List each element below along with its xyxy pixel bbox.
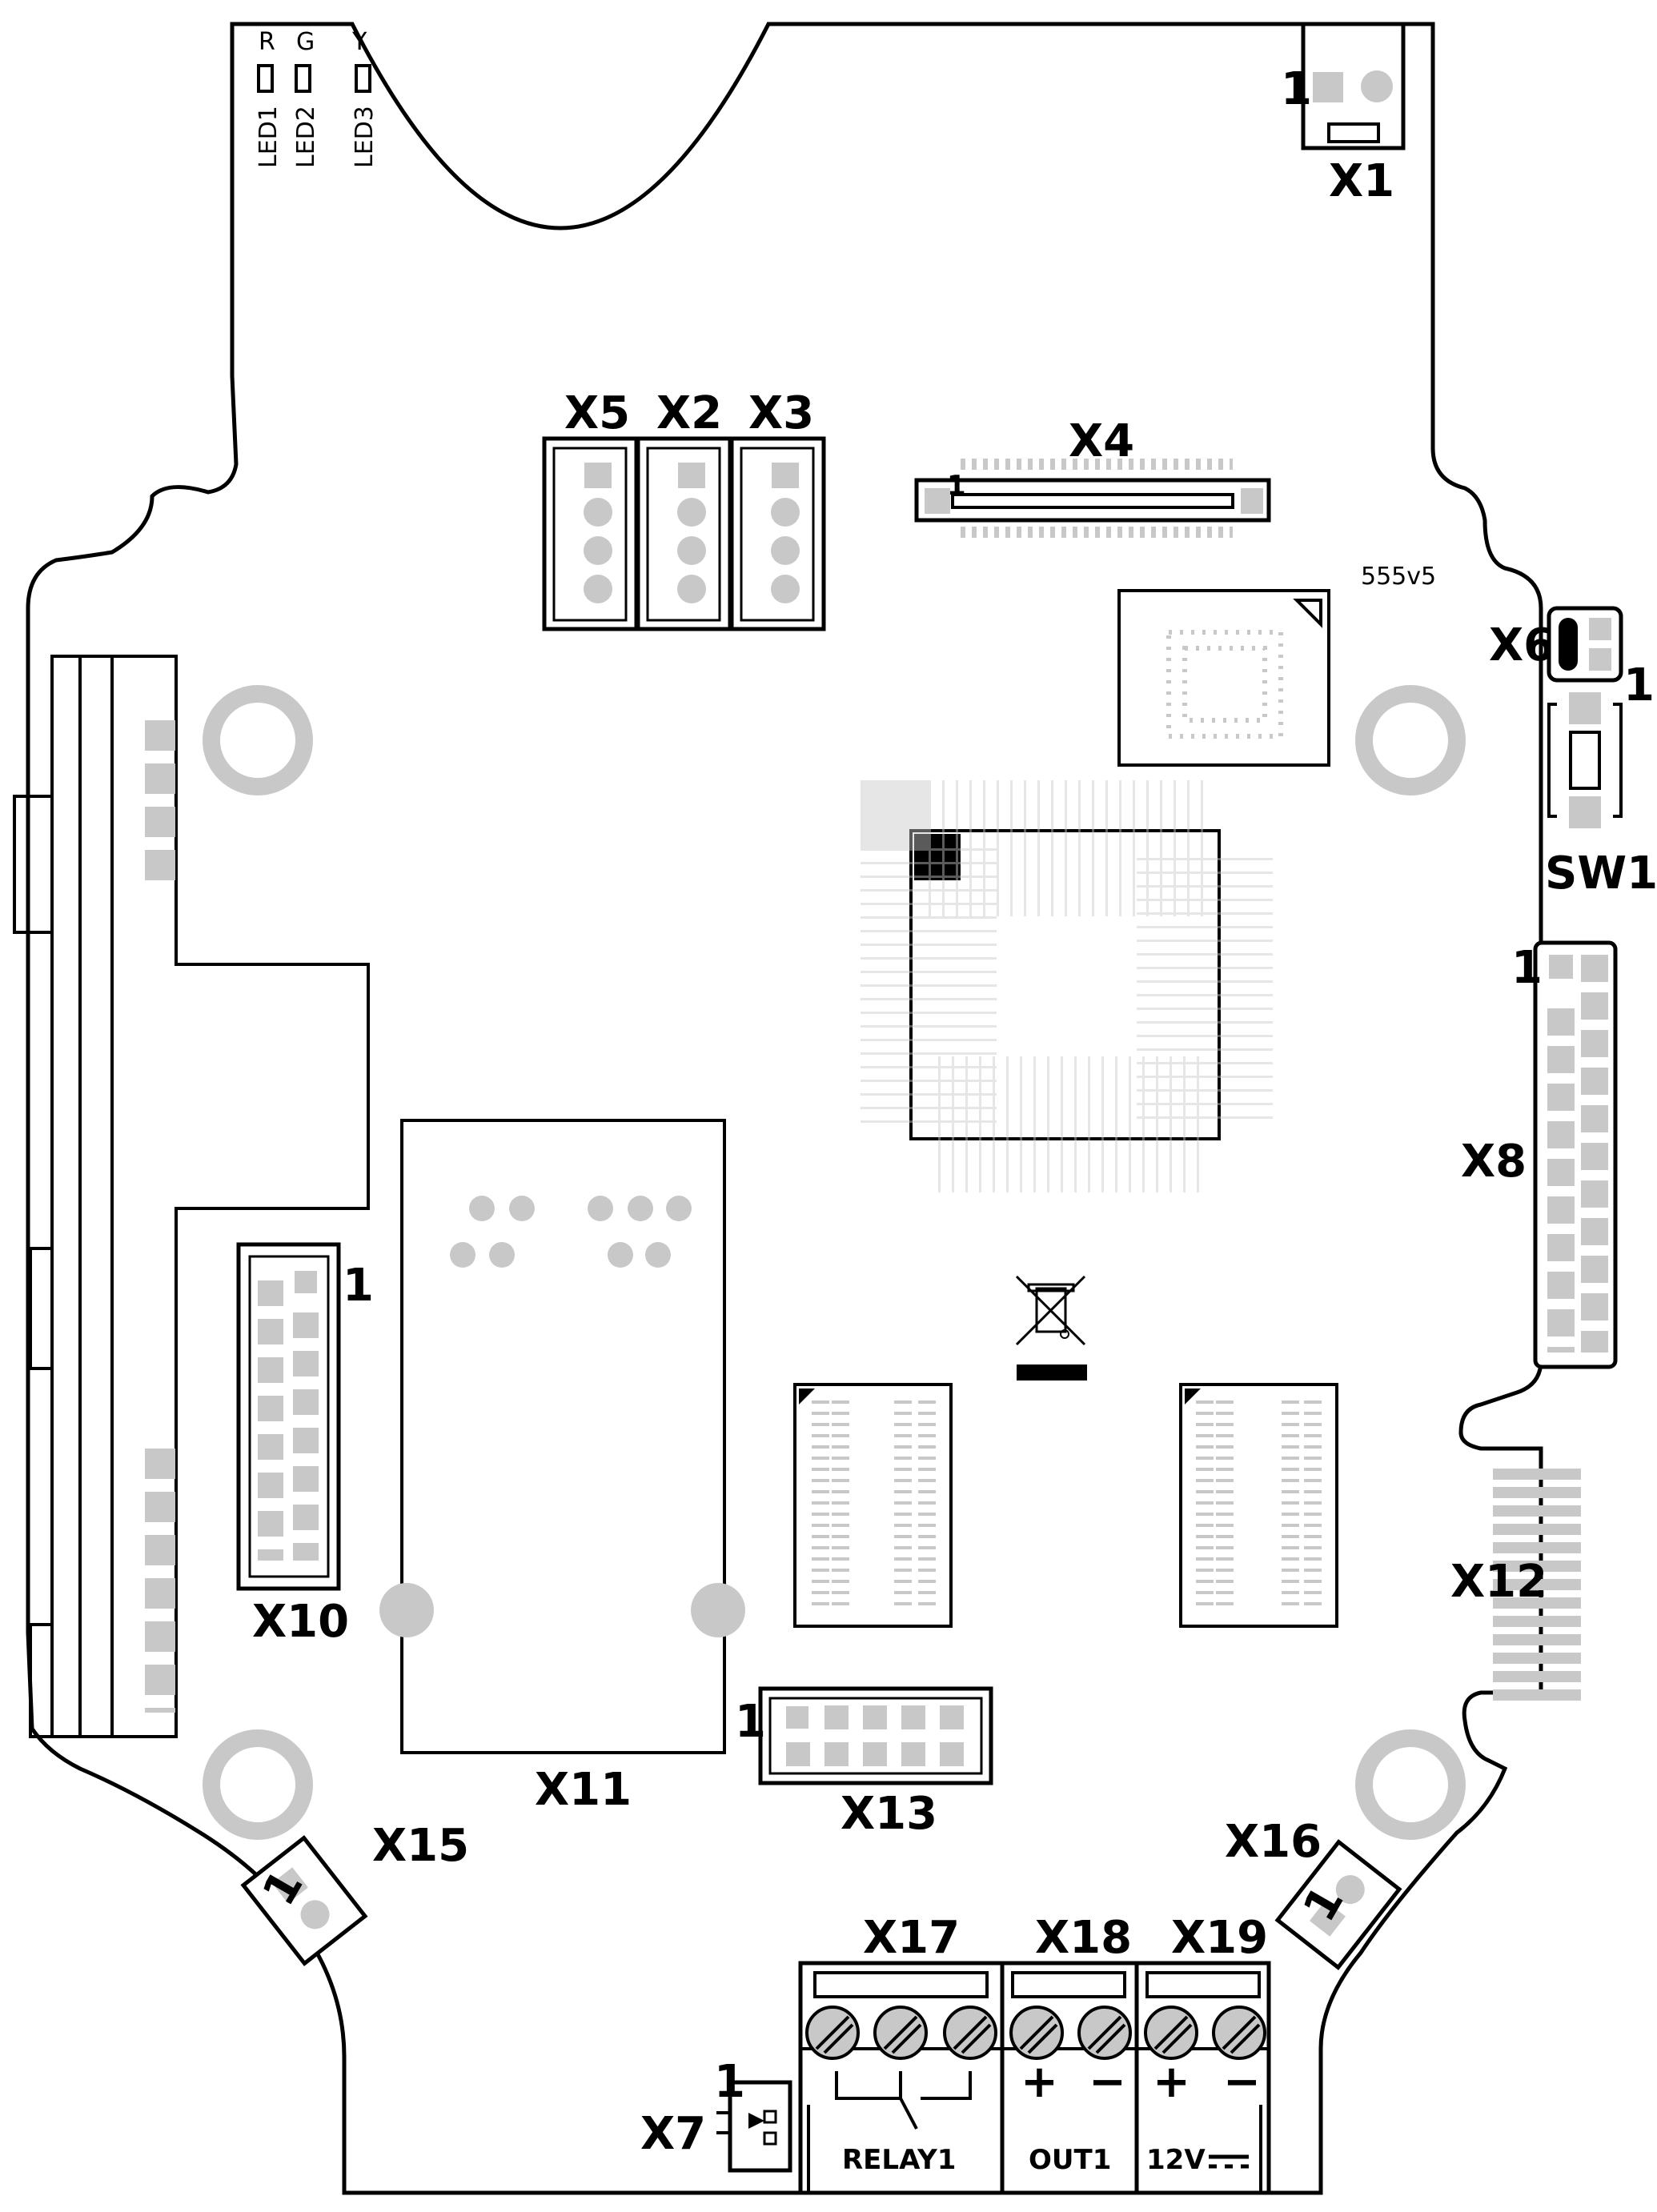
x1-pin1-marker: 1 <box>1281 63 1312 115</box>
x11-label: X11 <box>535 1764 632 1816</box>
x10-pin1-marker: 1 <box>343 1260 374 1312</box>
weee-bin-icon <box>1015 1275 1087 1380</box>
ram-chip-top <box>1117 589 1330 767</box>
cpu-chip <box>861 780 1273 1192</box>
connector-x6: X6 1 <box>1489 606 1655 711</box>
connector-x7: 1 X7 <box>640 2056 792 2173</box>
board-outline <box>26 22 1543 2195</box>
led3-label: LED3 <box>351 106 379 168</box>
out1-label: OUT1 <box>1029 2144 1111 2176</box>
x12-label: X12 <box>1450 1556 1547 1608</box>
led3-color-letter: Y <box>351 28 367 56</box>
connector-x1: 1 X1 <box>1281 22 1406 207</box>
connector-x15: 1 X15 <box>240 1820 469 1966</box>
out1-plus: + <box>1021 2056 1058 2108</box>
out1-minus: − <box>1089 2056 1126 2108</box>
connector-x16: 1 X16 <box>1225 1816 1402 1970</box>
x13-label: X13 <box>841 1788 937 1840</box>
mounting-hole <box>203 685 313 795</box>
connector-x8: 1 X8 <box>1461 940 1618 1369</box>
ground-symbol-icon <box>1209 2154 1249 2169</box>
left-port-block <box>13 655 370 1738</box>
connector-x12: X12 <box>1450 1469 1581 1705</box>
switch-sw1: SW1 <box>1545 692 1657 900</box>
mounting-holes <box>203 685 1466 1840</box>
power-minus: − <box>1223 2056 1261 2108</box>
x7-pin1-marker: 1 <box>714 2056 745 2108</box>
connectors-x5-x2-x3: X5 X2 X3 <box>542 387 826 631</box>
led-group: R G Y LED1 LED2 LED3 <box>255 28 379 168</box>
x3-label: X3 <box>748 387 814 439</box>
mounting-hole <box>203 1729 313 1840</box>
connector-x13: 1 X13 <box>735 1686 993 1840</box>
x16-label: X16 <box>1225 1816 1322 1868</box>
mounting-hole <box>1355 685 1466 795</box>
x18-label: X18 <box>1035 1912 1132 1964</box>
led2-icon <box>295 64 311 93</box>
x8-pin1-marker: 1 <box>1511 942 1543 994</box>
ram-chip-left <box>793 1383 953 1628</box>
x4-pin1-marker: 1 <box>947 470 966 502</box>
connector-x10: 1 X10 <box>236 1242 374 1648</box>
led3-icon <box>355 64 371 93</box>
sw1-label: SW1 <box>1545 848 1657 900</box>
x10-label: X10 <box>252 1596 349 1648</box>
ram-chip-right <box>1179 1383 1338 1628</box>
x15-label: X15 <box>372 1820 469 1872</box>
x6-pin1-marker: 1 <box>1623 659 1655 711</box>
led1-label: LED1 <box>255 106 283 168</box>
mounting-hole <box>1355 1729 1466 1840</box>
x2-label: X2 <box>656 387 722 439</box>
x8-label: X8 <box>1461 1136 1527 1188</box>
x6-label: X6 <box>1489 619 1555 671</box>
x13-pin1-marker: 1 <box>735 1696 766 1748</box>
terminal-blocks: X17 X18 X19 RELAY1 + − <box>798 1912 1271 2195</box>
relay1-label: RELAY1 <box>842 2144 956 2176</box>
x17-label: X17 <box>863 1912 960 1964</box>
led1-color-letter: R <box>259 28 275 56</box>
revision-label: 555v5 <box>1361 563 1436 591</box>
relay-contact-icon <box>835 2071 972 2130</box>
x19-label: X19 <box>1171 1912 1268 1964</box>
x7-label: X7 <box>640 2108 706 2160</box>
x1-label: X1 <box>1329 155 1394 207</box>
connector-x4: X4 1 <box>914 415 1271 538</box>
x5-label: X5 <box>564 387 630 439</box>
power-12v-label: 12V <box>1146 2144 1206 2176</box>
led1-icon <box>257 64 274 93</box>
led2-label: LED2 <box>292 106 320 168</box>
led2-color-letter: G <box>296 28 315 56</box>
x4-label: X4 <box>1069 415 1134 467</box>
module-x11: X11 <box>379 1119 745 1816</box>
power-plus: + <box>1153 2056 1190 2108</box>
